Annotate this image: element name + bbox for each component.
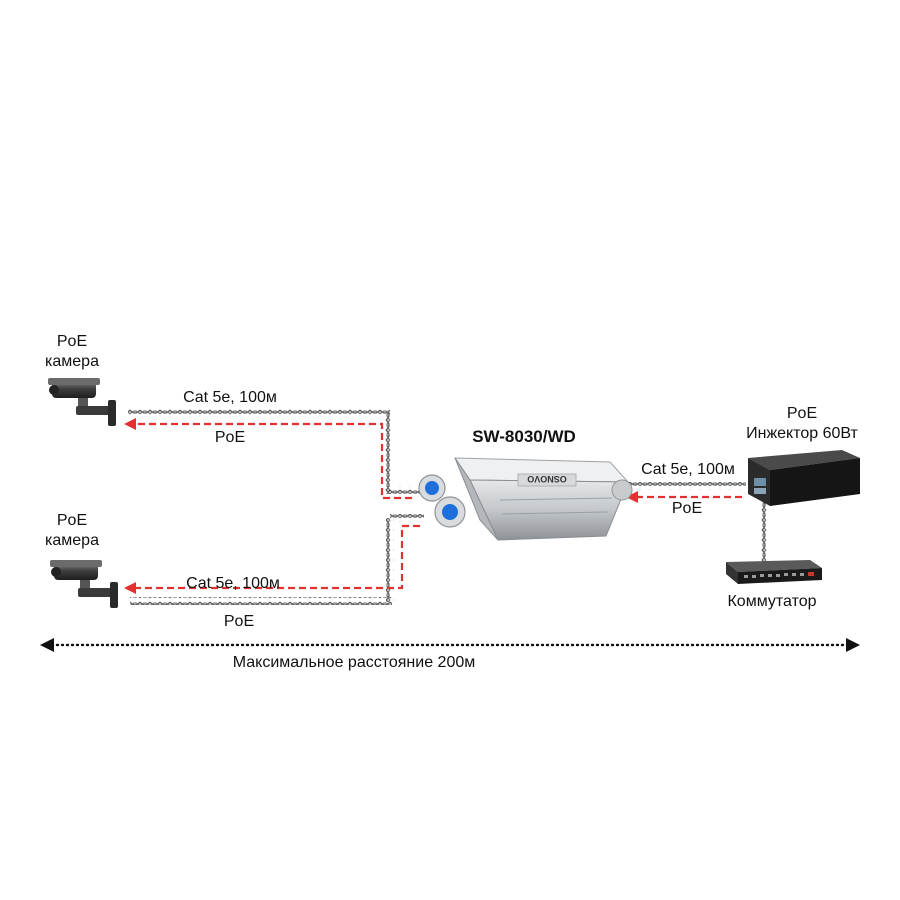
poe-line-lower — [124, 524, 420, 594]
injector-label-name: Инжектор 60Вт — [746, 425, 858, 442]
distance-label: Максимальное расстояние 200м — [232, 654, 476, 671]
cable-injector — [628, 482, 768, 562]
camera-label-name: камера — [45, 532, 99, 549]
camera-label-type: PoE — [56, 512, 88, 529]
injector-label-type: PoE — [786, 405, 818, 422]
camera-label-name: камера — [45, 353, 99, 370]
network-switch-icon — [726, 560, 822, 584]
poe-line-upper — [124, 418, 412, 500]
poe-label: PoE — [223, 613, 255, 630]
cable-label: Cat 5e, 100м — [183, 389, 277, 406]
cable-upper-camera — [128, 408, 420, 494]
device-model-label: SW-8030/WD — [472, 427, 576, 446]
distance-arrow — [40, 638, 860, 652]
cable-label: Cat 5e, 100м — [641, 461, 735, 478]
sw-device-icon: OSNOVO — [418, 457, 633, 541]
injector-icon — [748, 450, 860, 506]
camera-label-type: PoE — [56, 333, 88, 350]
poe-label: PoE — [214, 429, 246, 446]
network-switch-label: Коммутатор — [727, 593, 817, 610]
brand-mark: OSNOVO — [527, 474, 567, 484]
camera-icon — [50, 560, 118, 608]
cable-label: Cat 5e, 100м — [186, 575, 280, 592]
poe-label: PoE — [671, 500, 703, 517]
poe-line-injector — [626, 491, 742, 503]
cable-lower-camera — [130, 514, 424, 605]
camera-icon — [48, 378, 116, 426]
